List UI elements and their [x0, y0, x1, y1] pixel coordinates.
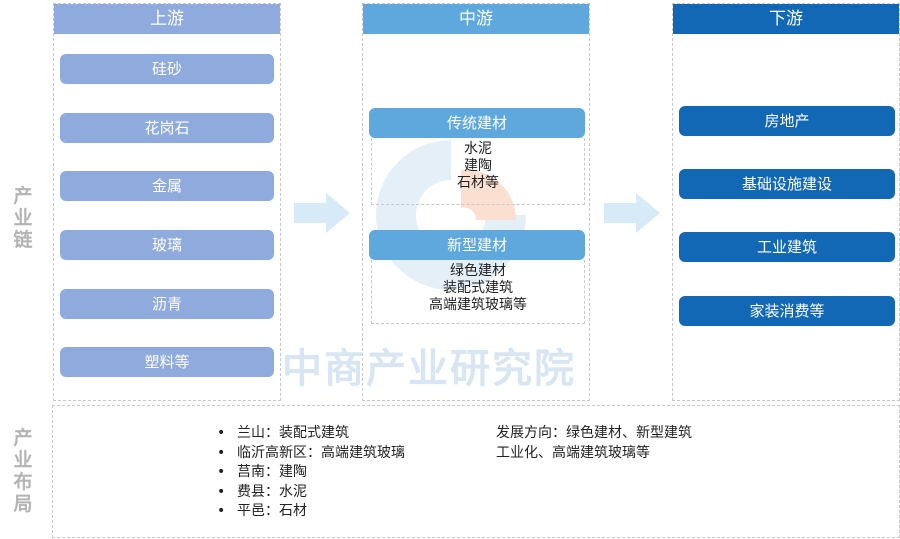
list-item: 临沂高新区：高端建筑玻璃 [215, 444, 405, 464]
upstream-item: 塑料等 [60, 347, 274, 377]
side-label-layout-text: 产业布局 [13, 427, 33, 515]
upstream-item: 玻璃 [60, 230, 274, 260]
list-item: 平邑：石材 [215, 502, 405, 522]
arrow-right-icon [604, 193, 660, 233]
side-label-layout: 产业布局 [8, 427, 38, 515]
list-item: 费县：水泥 [215, 483, 405, 503]
upstream-item: 沥青 [60, 289, 274, 319]
upstream-column: 上游 硅砂 花岗石 金属 玻璃 沥青 塑料等 [53, 3, 281, 401]
region-list: 兰山：装配式建筑 临沂高新区：高端建筑玻璃 莒南：建陶 费县：水泥 平邑：石材 [215, 424, 405, 522]
side-label-chain: 产业链 [8, 185, 38, 251]
list-item: 莒南：建陶 [215, 463, 405, 483]
midstream-group-new-list: 绿色建材 装配式建筑 高端建筑玻璃等 [371, 260, 585, 324]
upstream-item: 硅砂 [60, 54, 274, 84]
list-item: 兰山：装配式建筑 [215, 424, 405, 444]
upstream-item: 花岗石 [60, 113, 274, 143]
list-item: 石材等 [457, 175, 499, 191]
direction-line: 发展方向：绿色建材、新型建筑 [496, 425, 692, 441]
downstream-item: 家装消费等 [679, 296, 895, 326]
downstream-item: 工业建筑 [679, 232, 895, 262]
layout-panel: 兰山：装配式建筑 临沂高新区：高端建筑玻璃 莒南：建陶 费县：水泥 平邑：石材 … [52, 405, 900, 538]
midstream-header: 中游 [363, 4, 589, 34]
downstream-title: 下游 [769, 9, 803, 29]
downstream-item: 房地产 [679, 106, 895, 136]
downstream-header: 下游 [673, 4, 899, 34]
list-item: 装配式建筑 [443, 280, 513, 296]
side-label-chain-text: 产业链 [13, 185, 33, 251]
development-direction: 发展方向：绿色建材、新型建筑 工业化、高端建筑玻璃等 [496, 424, 692, 463]
upstream-header: 上游 [54, 4, 280, 34]
list-item: 高端建筑玻璃等 [429, 297, 527, 313]
list-item: 绿色建材 [450, 263, 506, 279]
downstream-item: 基础设施建设 [679, 169, 895, 199]
upstream-item: 金属 [60, 171, 274, 201]
midstream-column: 中游 传统建材 水泥 建陶 石材等 新型建材 绿色建材 装配式建筑 高端建筑玻璃… [362, 3, 590, 401]
midstream-group-traditional: 传统建材 [369, 108, 585, 138]
watermark-text: 中商产业研究院 [282, 346, 576, 392]
list-item: 水泥 [464, 141, 492, 157]
arrow-right-icon [294, 193, 350, 233]
midstream-title: 中游 [459, 9, 493, 29]
downstream-column: 下游 房地产 基础设施建设 工业建筑 家装消费等 [672, 3, 900, 401]
direction-line: 工业化、高端建筑玻璃等 [496, 444, 650, 461]
midstream-group-new: 新型建材 [369, 230, 585, 260]
midstream-group-traditional-list: 水泥 建陶 石材等 [371, 138, 585, 205]
upstream-title: 上游 [150, 9, 184, 29]
list-item: 建陶 [464, 158, 492, 174]
